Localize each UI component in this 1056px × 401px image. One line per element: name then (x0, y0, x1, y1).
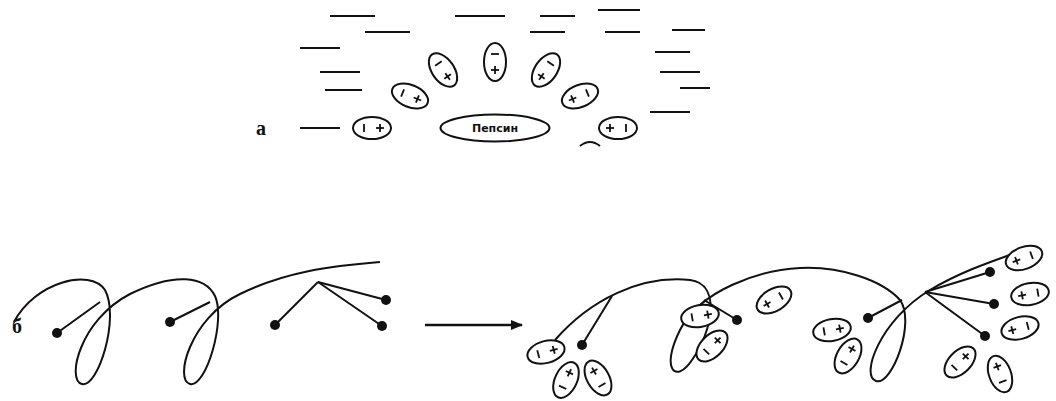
protein-name: Пепсин (472, 122, 518, 135)
side-groups (52, 295, 391, 338)
water-dipoles (353, 43, 637, 139)
panel-letter: б (12, 316, 22, 336)
transition-arrow (425, 324, 522, 327)
panel-letter: а (256, 118, 266, 138)
side-groups (577, 267, 999, 350)
water-dashes (300, 10, 710, 128)
protein-oval: Пепсин (439, 113, 551, 143)
water-dipoles (525, 241, 1051, 401)
stray-mark (580, 142, 600, 146)
polymer-coil (14, 262, 386, 384)
